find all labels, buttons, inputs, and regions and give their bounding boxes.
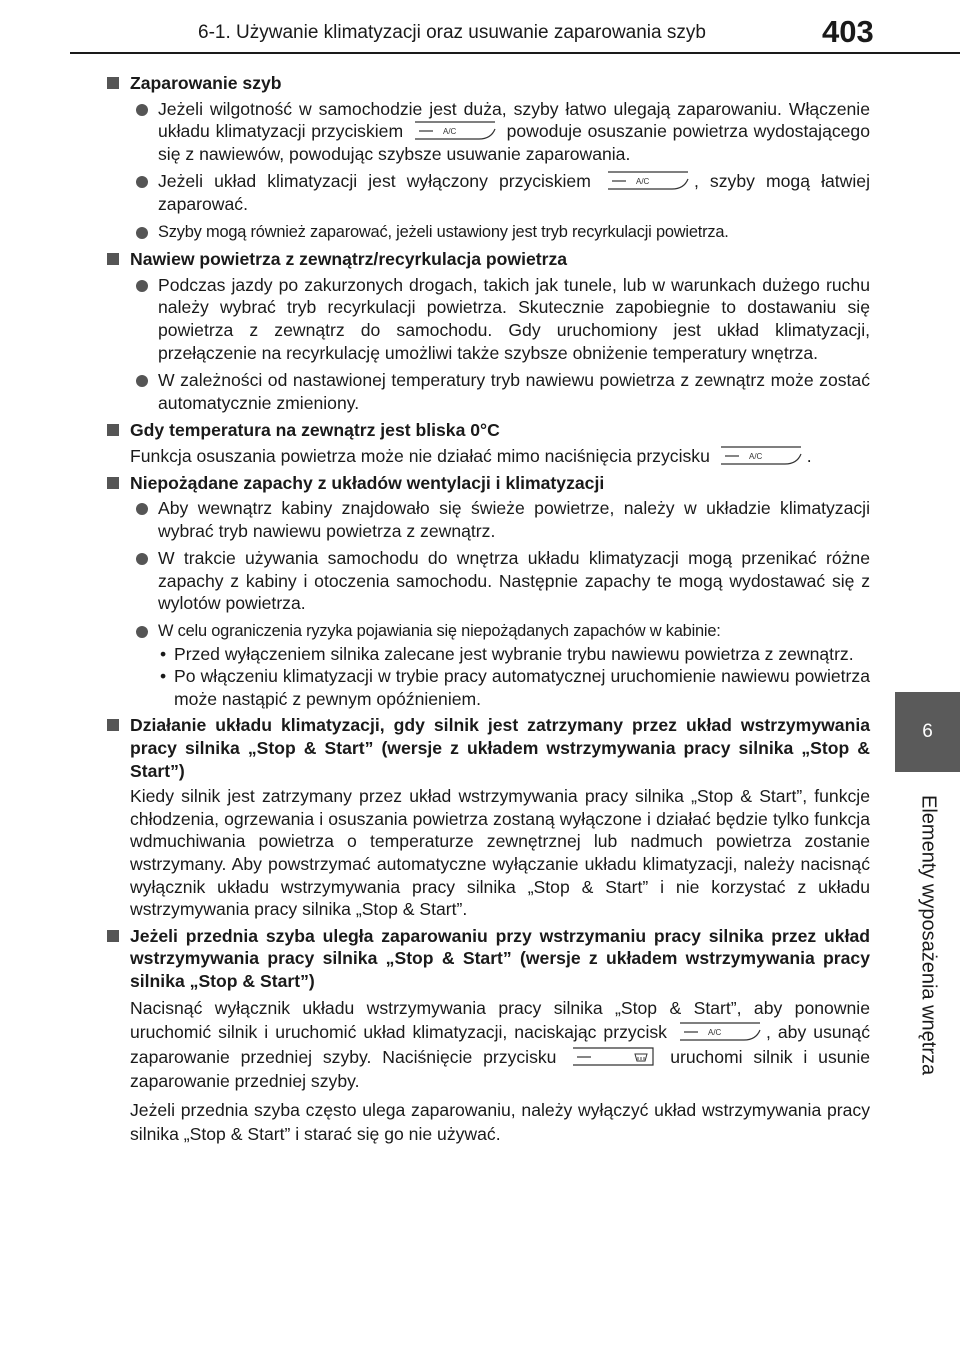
bullet-text: W trakcie używania samochodu do wnętrza … <box>158 548 870 614</box>
paragraph: Kiedy silnik jest zatrzymany przez układ… <box>104 785 870 921</box>
bullet-text: Jeżeli wilgotność w samochodzie jest duż… <box>158 98 870 142</box>
chapter-tab: 6 <box>895 692 960 772</box>
square-bullet-icon <box>107 424 119 437</box>
bullet-text: Aby wewnątrz kabiny znajdowało się śwież… <box>158 498 870 541</box>
section-stop-start-ac: Działanie układu klimatyzacji, gdy silni… <box>104 714 870 920</box>
paragraph: Jeżeli przednia szyba często ulega zapar… <box>104 1098 870 1147</box>
page-header: 6-1. Używanie klimatyzacji oraz usuwanie… <box>0 0 960 56</box>
bullet-item: W celu ograniczenia ryzyka pojawiania si… <box>104 620 870 643</box>
bullet-item: Szyby mogą również zaparować, jeżeli ust… <box>104 221 870 244</box>
bullet-item: W zależności od nastawionej temperatury … <box>104 369 870 414</box>
sub-item-text: Po włączeniu klimatyzacji w trybie pracy… <box>174 666 870 709</box>
heading-text: Jeżeli przednia szyba uległa zaparowaniu… <box>130 925 870 991</box>
ac-button-icon: A/C <box>719 446 803 465</box>
circle-bullet-icon <box>136 503 148 516</box>
bullet-text: W celu ograniczenia ryzyka pojawiania si… <box>158 622 721 641</box>
square-bullet-icon <box>107 253 119 266</box>
section-heading: Niepożądane zapachy z układów wentylacji… <box>104 472 870 495</box>
sub-bullet-marker: • <box>160 666 167 687</box>
section-heading: Nawiew powietrza z zewnątrz/recyrkulacja… <box>104 248 870 271</box>
bullet-item: Jeżeli układ klimatyzacji jest wyłączony… <box>104 170 870 215</box>
bullet-text: Podczas jazdy po zakurzonych drogach, ta… <box>158 274 870 363</box>
header-rule <box>70 52 960 54</box>
paragraph: Funkcja osuszania powietrza może nie dzi… <box>104 445 870 468</box>
paragraph-text: , aby usunąć zaparowanie przedniej szyby… <box>130 1022 871 1067</box>
paragraph-text: uruchomi silnik i usunie zaparowanie prz… <box>130 1046 871 1092</box>
section-near-zero: Gdy temperatura na zewnątrz jest bliska … <box>104 419 870 467</box>
bullet-text: W zależności od nastawionej temperatury … <box>158 370 870 413</box>
bullet-text: , szyby mogą łatwiej zaparować. <box>158 171 870 214</box>
section-heading: Jeżeli przednia szyba uległa zaparowaniu… <box>104 925 870 993</box>
square-bullet-icon <box>107 719 119 732</box>
sub-item: • Przed wyłączeniem silnika zalecane jes… <box>104 643 870 666</box>
chapter-title: Elementy wyposażenia wnętrza <box>917 795 940 1076</box>
section-air-intake: Nawiew powietrza z zewnątrz/recyrkulacja… <box>104 248 870 414</box>
bullet-text: Szyby mogą również zaparować, jeżeli ust… <box>158 222 729 241</box>
section-heading: Działanie układu klimatyzacji, gdy silni… <box>104 714 870 782</box>
bullet-item: Aby wewnątrz kabiny znajdowało się śwież… <box>104 497 870 542</box>
svg-text:A/C: A/C <box>636 177 650 186</box>
bullet-text: Jeżeli układ klimatyzacji jest wyłączony… <box>158 171 591 192</box>
section-fogging: Zaparowanie szyb Jeżeli wilgotność w sam… <box>104 72 870 243</box>
svg-text:A/C: A/C <box>749 452 763 461</box>
circle-bullet-icon <box>136 375 148 388</box>
paragraph-text: Kiedy silnik jest zatrzymany przez układ… <box>130 786 870 920</box>
square-bullet-icon <box>107 77 119 89</box>
chapter-label: Elementy wyposażenia wnętrza <box>898 795 958 1125</box>
heading-text: Gdy temperatura na zewnątrz jest bliska … <box>130 420 500 441</box>
page-number: 403 <box>822 14 874 49</box>
section-heading: Gdy temperatura na zewnątrz jest bliska … <box>104 419 870 442</box>
square-bullet-icon <box>107 929 119 942</box>
section-stop-start-defog: Jeżeli przednia szyba uległa zaparowaniu… <box>104 925 870 1147</box>
sub-item: • Po włączeniu klimatyzacji w trybie pra… <box>104 665 870 710</box>
bullet-item: Jeżeli wilgotność w samochodzie jest duż… <box>104 98 870 166</box>
svg-text:A/C: A/C <box>443 127 457 136</box>
bullet-text: powoduje osuszanie powietrza wydostające… <box>158 121 871 164</box>
paragraph-text: . <box>806 445 812 466</box>
bullet-item: W trakcie używania samochodu do wnętrza … <box>104 547 870 615</box>
square-bullet-icon <box>107 476 119 489</box>
svg-text:A/C: A/C <box>708 1028 722 1037</box>
heading-text: Niepożądane zapachy z układów wentylacji… <box>130 472 605 493</box>
section-odors: Niepożądane zapachy z układów wentylacji… <box>104 472 870 711</box>
circle-bullet-icon <box>136 226 148 239</box>
circle-bullet-icon <box>136 103 148 116</box>
paragraph-text: Funkcja osuszania powietrza może nie dzi… <box>130 445 710 466</box>
heading-text: Nawiew powietrza z zewnątrz/recyrkulacja… <box>130 249 568 270</box>
ac-button-icon: A/C <box>606 171 690 190</box>
paragraph-text: Jeżeli przednia szyba często ulega zapar… <box>130 1099 870 1145</box>
sub-bullet-marker: • <box>160 643 167 664</box>
circle-bullet-icon <box>136 279 148 292</box>
sub-item-text: Przed wyłączeniem silnika zalecane jest … <box>174 643 854 664</box>
bullet-item: Podczas jazdy po zakurzonych drogach, ta… <box>104 274 870 364</box>
section-title: 6-1. Używanie klimatyzacji oraz usuwanie… <box>198 22 706 43</box>
page-content: Zaparowanie szyb Jeżeli wilgotność w sam… <box>104 72 870 1151</box>
paragraph-text: Nacisnąć wyłącznik układu wstrzymywania … <box>130 997 870 1043</box>
circle-bullet-icon <box>136 553 148 566</box>
defroster-button-icon <box>571 1046 655 1066</box>
heading-text: Działanie układu klimatyzacji, gdy silni… <box>130 715 870 781</box>
heading-text: Zaparowanie szyb <box>130 73 282 93</box>
ac-button-icon: A/C <box>413 121 497 140</box>
circle-bullet-icon <box>136 176 148 189</box>
circle-bullet-icon <box>136 626 148 639</box>
chapter-number: 6 <box>922 721 933 742</box>
ac-button-icon: A/C <box>678 1022 762 1041</box>
section-heading: Zaparowanie szyb <box>104 72 870 95</box>
paragraph: Nacisnąć wyłącznik układu wstrzymywania … <box>104 996 870 1094</box>
